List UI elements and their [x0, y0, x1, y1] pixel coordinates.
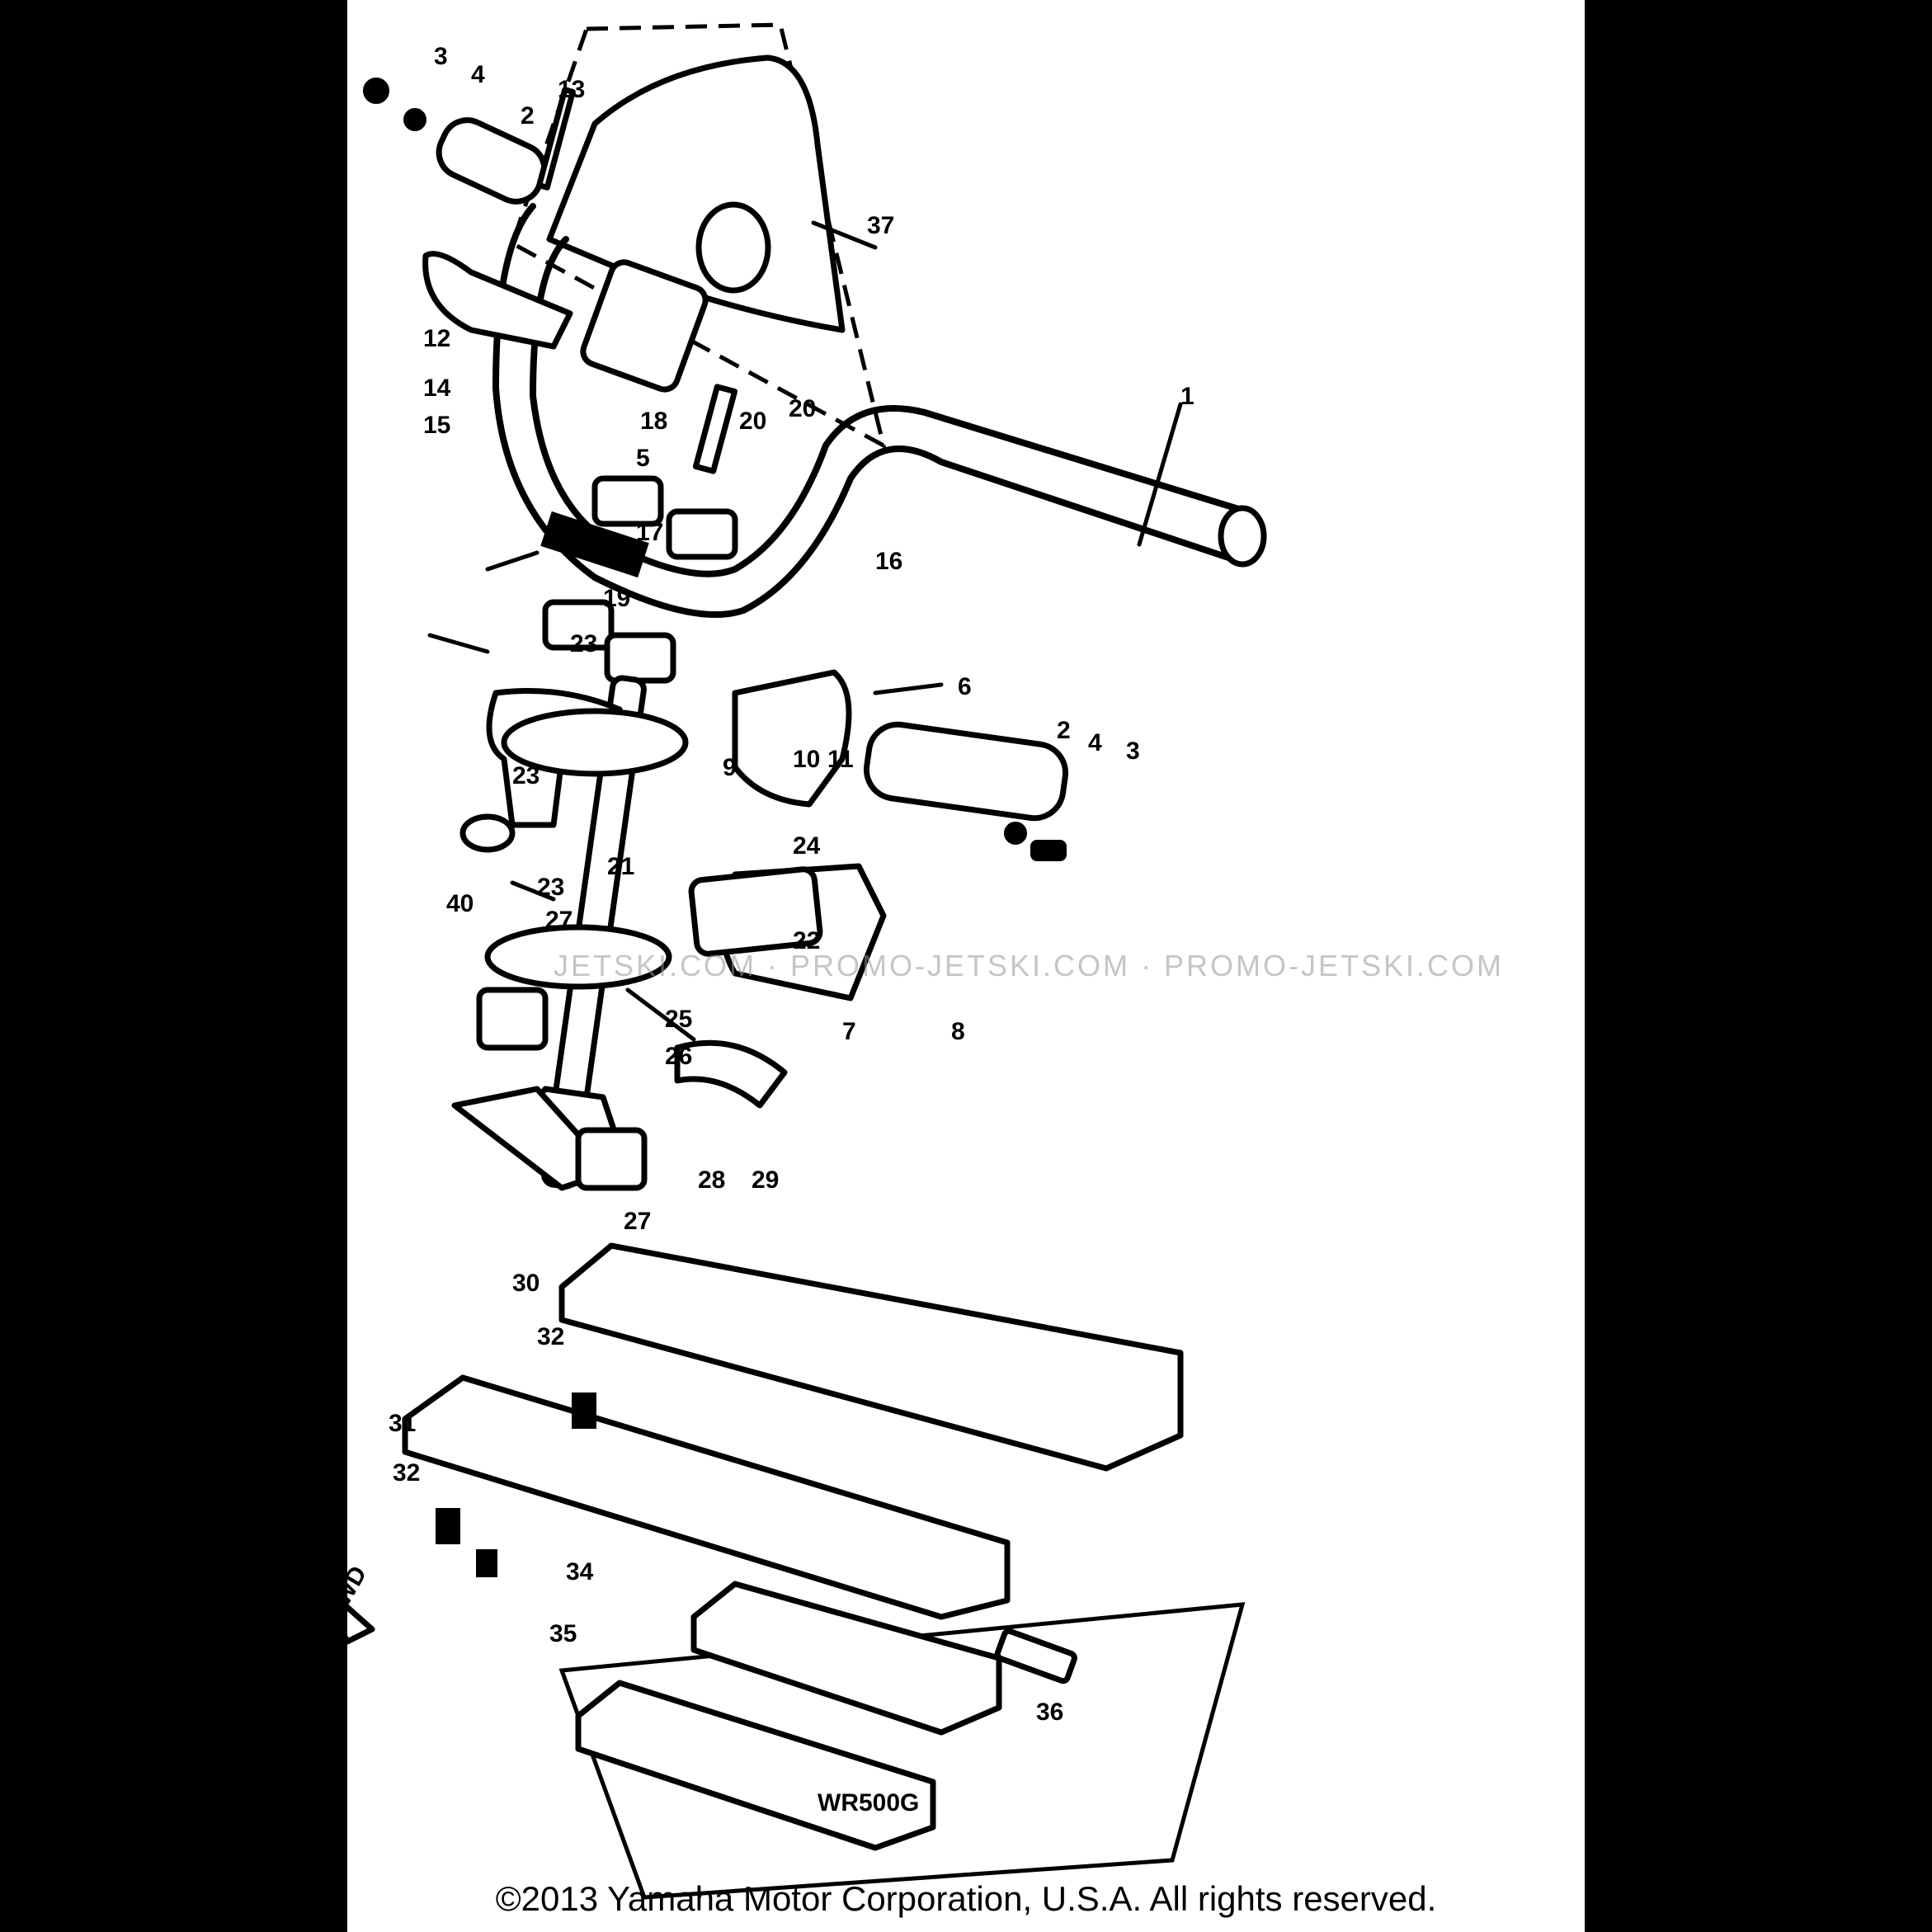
watermark: JETSKI.COM · PROMO-JETSKI.COM · PROMO-JE…	[554, 949, 1505, 982]
callout-10: 10	[793, 746, 820, 773]
leader	[485, 550, 540, 572]
callout-5: 5	[636, 445, 650, 472]
callout-24: 24	[793, 832, 821, 860]
callout-3: 3	[434, 43, 448, 70]
callout-36: 36	[1036, 1699, 1063, 1726]
callout-8: 8	[951, 1018, 965, 1045]
leader	[625, 987, 696, 1042]
callout-2: 2	[521, 102, 535, 130]
callout-18: 18	[640, 408, 667, 435]
handlebar	[492, 203, 1242, 618]
callout-7: 7	[842, 1018, 856, 1045]
callout-3-right: 3	[1126, 737, 1140, 765]
lower-mount-plate	[402, 1374, 1011, 1620]
upper-mount-plate	[558, 1242, 1184, 1472]
clamp-bolt	[692, 384, 738, 474]
callout-13: 13	[558, 76, 585, 103]
fwd-arrow	[347, 1603, 375, 1645]
callout-30: 30	[512, 1270, 540, 1297]
callout-25: 25	[665, 1006, 692, 1033]
callout-29: 29	[752, 1166, 779, 1194]
left-lever-pin	[536, 87, 576, 191]
left-grip-washer	[403, 108, 426, 131]
callout-4: 4	[471, 61, 485, 88]
callout-9: 9	[723, 754, 737, 781]
mount-bolt-lower	[436, 1508, 460, 1544]
mount-bolt-nut	[476, 1549, 497, 1577]
inset-plate-upper	[690, 1581, 1002, 1736]
callout-2-right: 2	[1057, 717, 1071, 744]
copyright-notice: ©2013 Yamaha Motor Corporation, U.S.A. A…	[495, 1879, 1437, 1918]
left-lever	[422, 251, 573, 350]
leader	[1137, 402, 1183, 547]
callout-14: 14	[423, 375, 451, 402]
callout-31: 31	[389, 1410, 416, 1437]
callout-35: 35	[549, 1620, 577, 1647]
leader	[873, 682, 944, 695]
left-switch-housing	[580, 259, 709, 393]
loose-ring	[459, 813, 516, 853]
callout-6: 6	[958, 673, 972, 700]
callout-32-b: 32	[393, 1459, 420, 1487]
callout-19: 19	[603, 585, 630, 612]
column-bushing-a	[476, 987, 549, 1051]
callout-15: 15	[423, 412, 450, 439]
inset-label: WR500G	[818, 1789, 919, 1817]
handlebar-end	[1218, 505, 1267, 568]
lower-clamp-b	[604, 632, 676, 684]
mount-bolt	[572, 1392, 596, 1429]
callout-22: 22	[793, 927, 820, 954]
handlebar-knurl	[540, 511, 649, 578]
lower-clamp-a	[542, 599, 615, 651]
column-clamp-ring	[674, 1039, 788, 1109]
callout-20: 20	[739, 408, 766, 435]
inset-outline	[558, 1602, 1246, 1900]
callout-1: 1	[1180, 383, 1195, 410]
inset-bracket	[994, 1628, 1077, 1685]
upper-clamp-b	[666, 508, 738, 560]
callout-16: 16	[875, 548, 902, 575]
inset-plate-lower	[575, 1680, 936, 1851]
right-grip-washer	[1004, 822, 1027, 845]
leader	[427, 633, 490, 654]
callout-34: 34	[566, 1558, 594, 1586]
column-mount-block	[688, 866, 823, 957]
upper-clamp-a	[591, 475, 664, 527]
callout-28: 28	[698, 1166, 725, 1194]
column-plate-upper	[501, 708, 689, 777]
callout-37: 37	[867, 212, 894, 239]
left-grip-bolt	[363, 78, 389, 104]
cover-ring	[695, 201, 771, 294]
diagram-sheet: WR500G FWD 1 2 2 3 3 4 4 5 6 7 8 9 10 11…	[347, 0, 1585, 1932]
callout-17: 17	[636, 519, 663, 546]
callout-23: 23	[512, 762, 540, 789]
callout-21: 21	[607, 853, 634, 880]
callout-23-b: 23	[537, 874, 564, 901]
callout-4-right: 4	[1088, 729, 1102, 756]
callout-27-b: 27	[624, 1208, 651, 1235]
column-plate-mid	[484, 924, 672, 990]
callout-27: 27	[545, 907, 573, 934]
right-throttle-housing	[732, 669, 852, 808]
callout-11: 11	[827, 746, 854, 773]
callout-12: 12	[423, 325, 450, 352]
parts-diagram: WR500G FWD 1 2 2 3 3 4 4 5 6 7 8 9 10 11…	[347, 22, 1267, 1900]
right-grip-bolt	[1030, 840, 1067, 861]
callout-40: 40	[446, 890, 474, 917]
callout-20-b: 20	[789, 395, 816, 422]
right-grip	[863, 721, 1069, 822]
handlebar-inner	[529, 236, 1250, 577]
callout-23-c: 23	[570, 630, 597, 657]
callout-32: 32	[537, 1323, 564, 1350]
callout-26: 26	[665, 1043, 692, 1070]
column-bushing-b	[575, 1127, 648, 1191]
leader	[510, 880, 556, 902]
leader	[811, 220, 878, 250]
